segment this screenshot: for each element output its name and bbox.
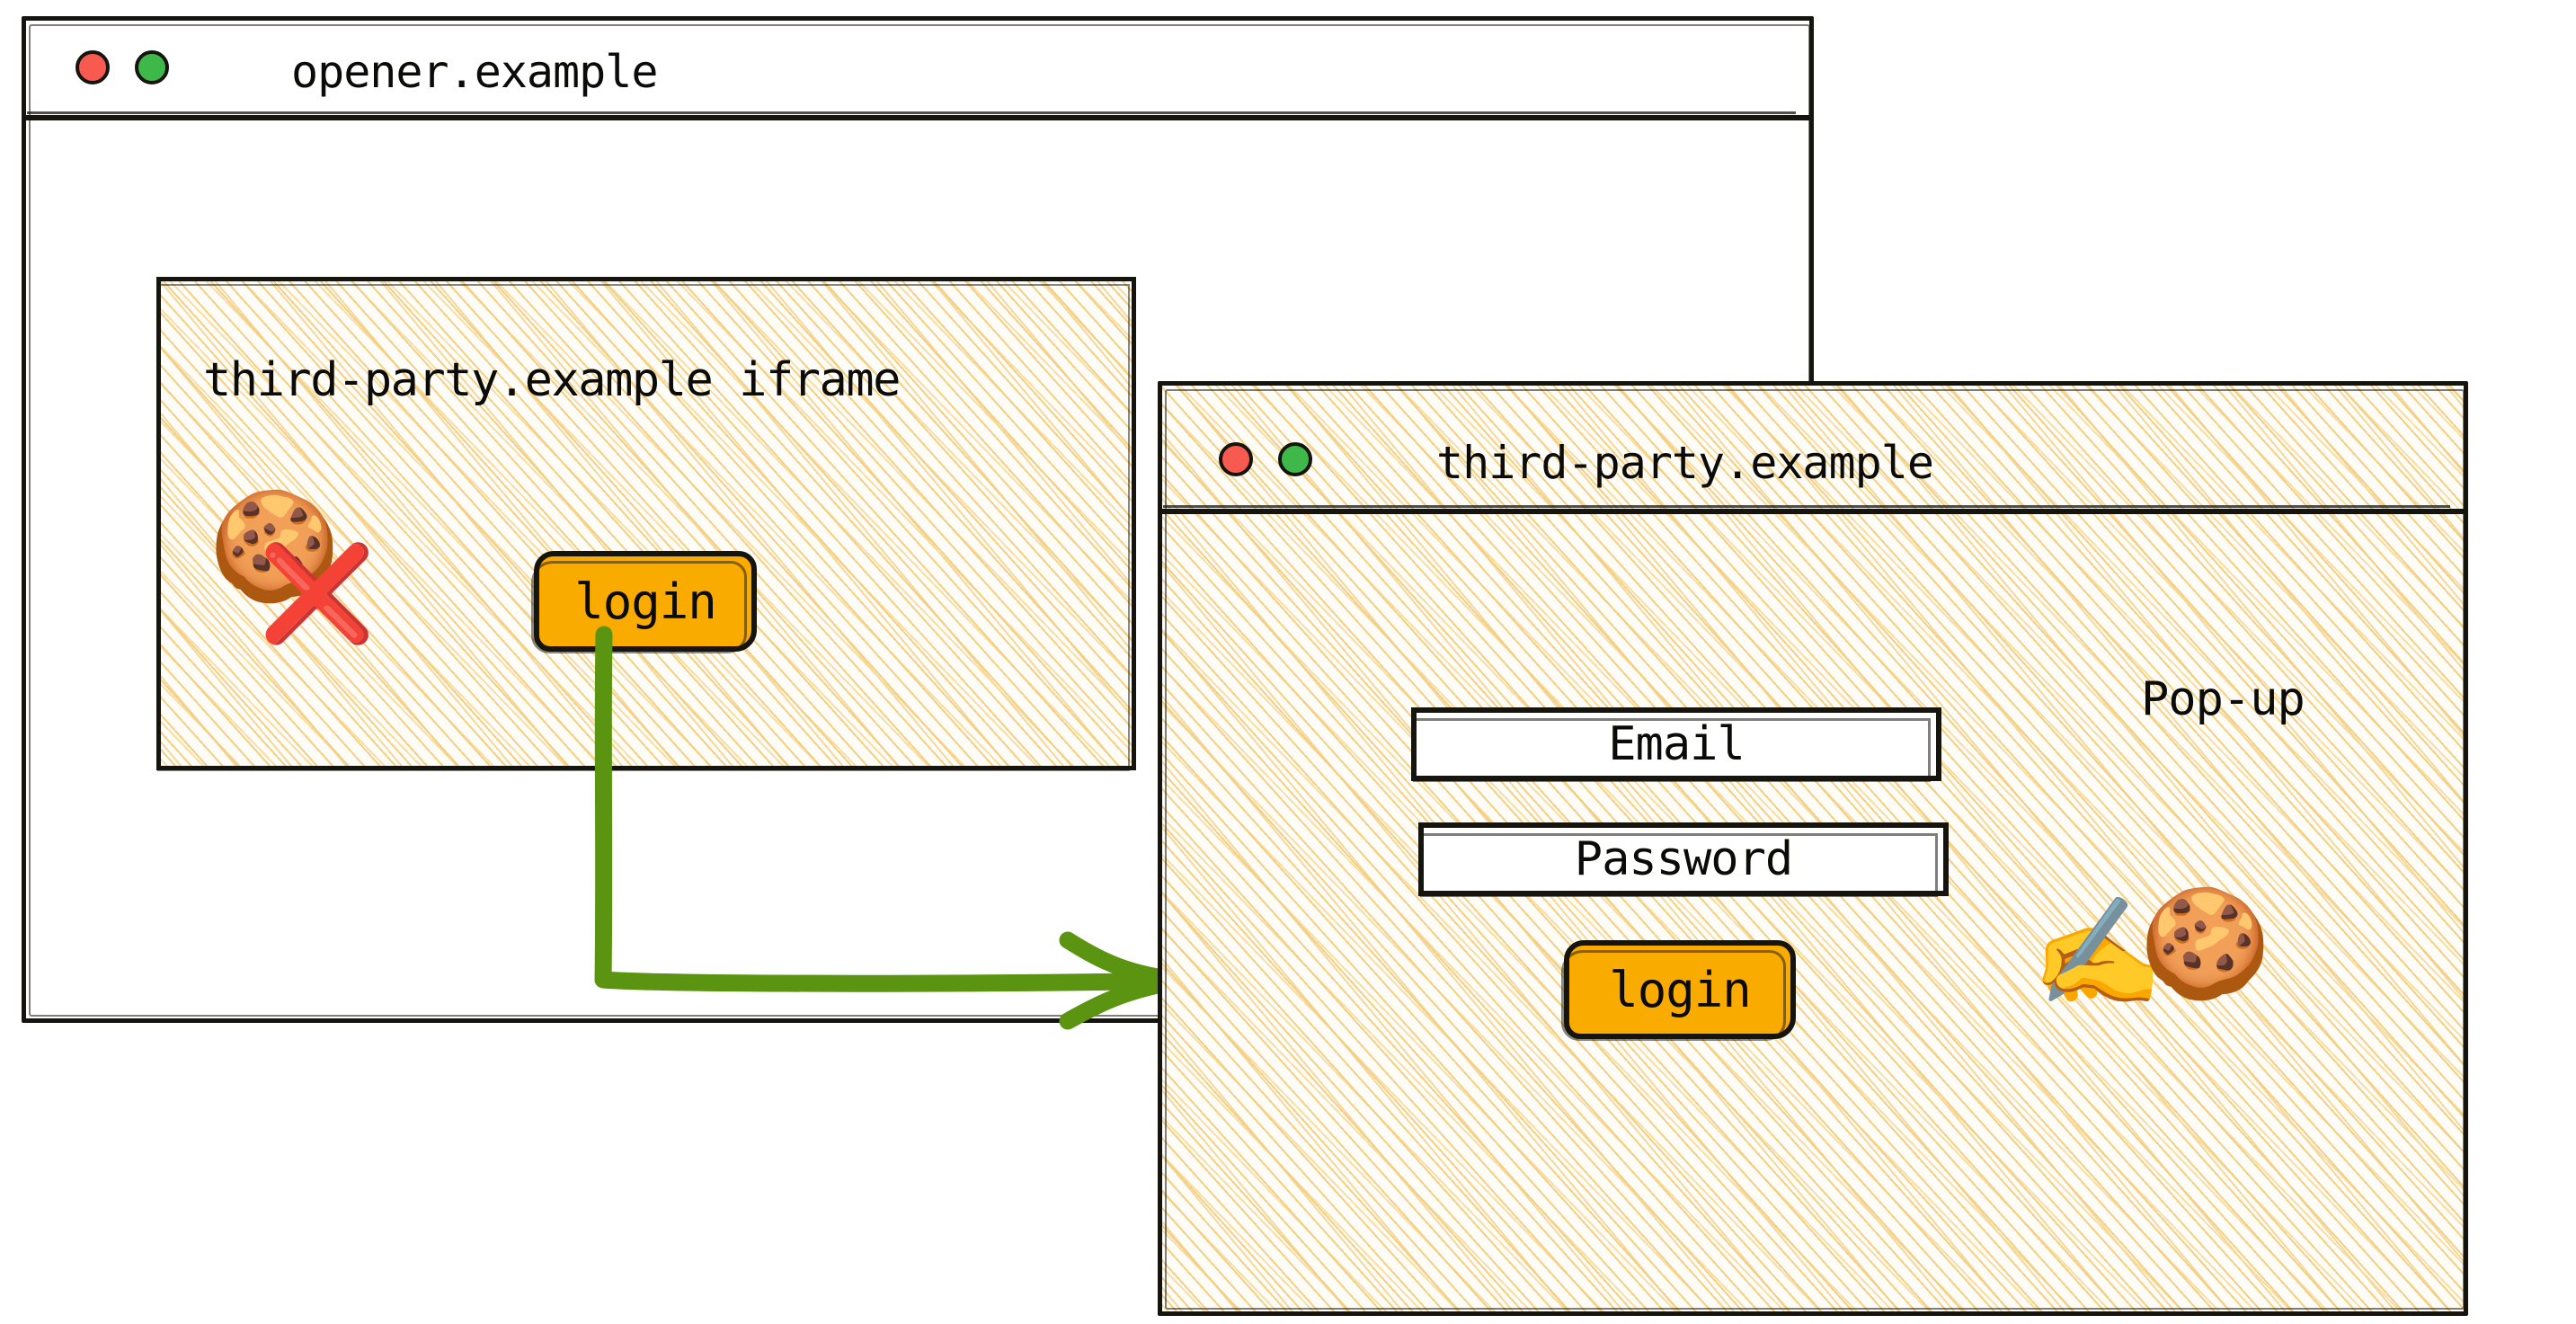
cookie-icon: 🍪 (209, 484, 341, 608)
opener-window-title: opener.example (291, 46, 658, 98)
cookie-icon: 🍪 (2139, 881, 2271, 1005)
minimize-dot[interactable] (135, 50, 169, 84)
opener-titlebar-divider (22, 111, 1814, 120)
opener-titlebar: opener.example (22, 16, 1814, 115)
minimize-dot[interactable] (1278, 442, 1312, 476)
popup-titlebar: third-party.example (1158, 381, 2468, 509)
popup-annotation-label: Pop-up (2141, 672, 2305, 726)
popup-login-button[interactable]: login (1561, 940, 1796, 1041)
popup-titlebar-divider (1158, 505, 2468, 514)
password-field[interactable]: Password (1418, 822, 1949, 897)
close-dot[interactable] (76, 50, 110, 84)
writing-hand-icon: ✍️ (2031, 890, 2163, 1014)
email-field[interactable]: Email (1411, 707, 1941, 782)
cross-mark-icon: ❌ (259, 538, 376, 648)
iframe-login-button[interactable]: login (531, 551, 757, 653)
popup-traffic-lights (1219, 442, 1312, 476)
iframe-title-label: third-party.example iframe (203, 353, 901, 407)
popup-window-title: third-party.example (1436, 437, 1934, 489)
close-dot[interactable] (1219, 442, 1253, 476)
opener-traffic-lights (76, 50, 169, 84)
